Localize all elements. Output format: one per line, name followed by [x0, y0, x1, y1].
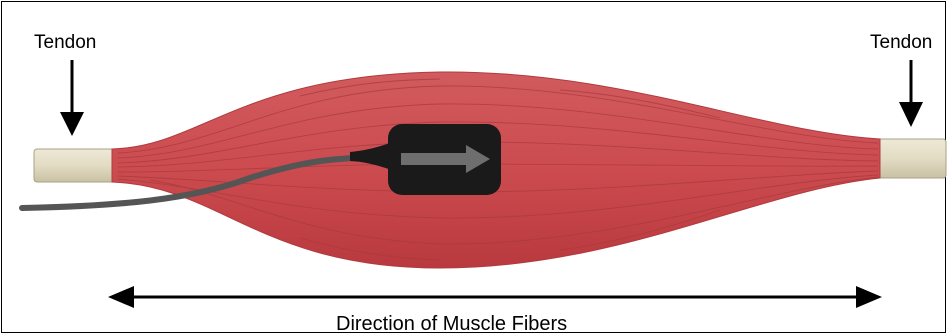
direction-label: Direction of Muscle Fibers [336, 314, 567, 334]
tendon-right [875, 139, 946, 178]
tendon-left-arrow-icon [60, 60, 84, 136]
tendon-left [34, 149, 120, 182]
direction-arrow-icon [108, 286, 882, 308]
tendon-left-label: Tendon [34, 33, 96, 52]
tendon-right-label: Tendon [870, 33, 932, 52]
tendon-right-arrow-icon [899, 60, 923, 127]
